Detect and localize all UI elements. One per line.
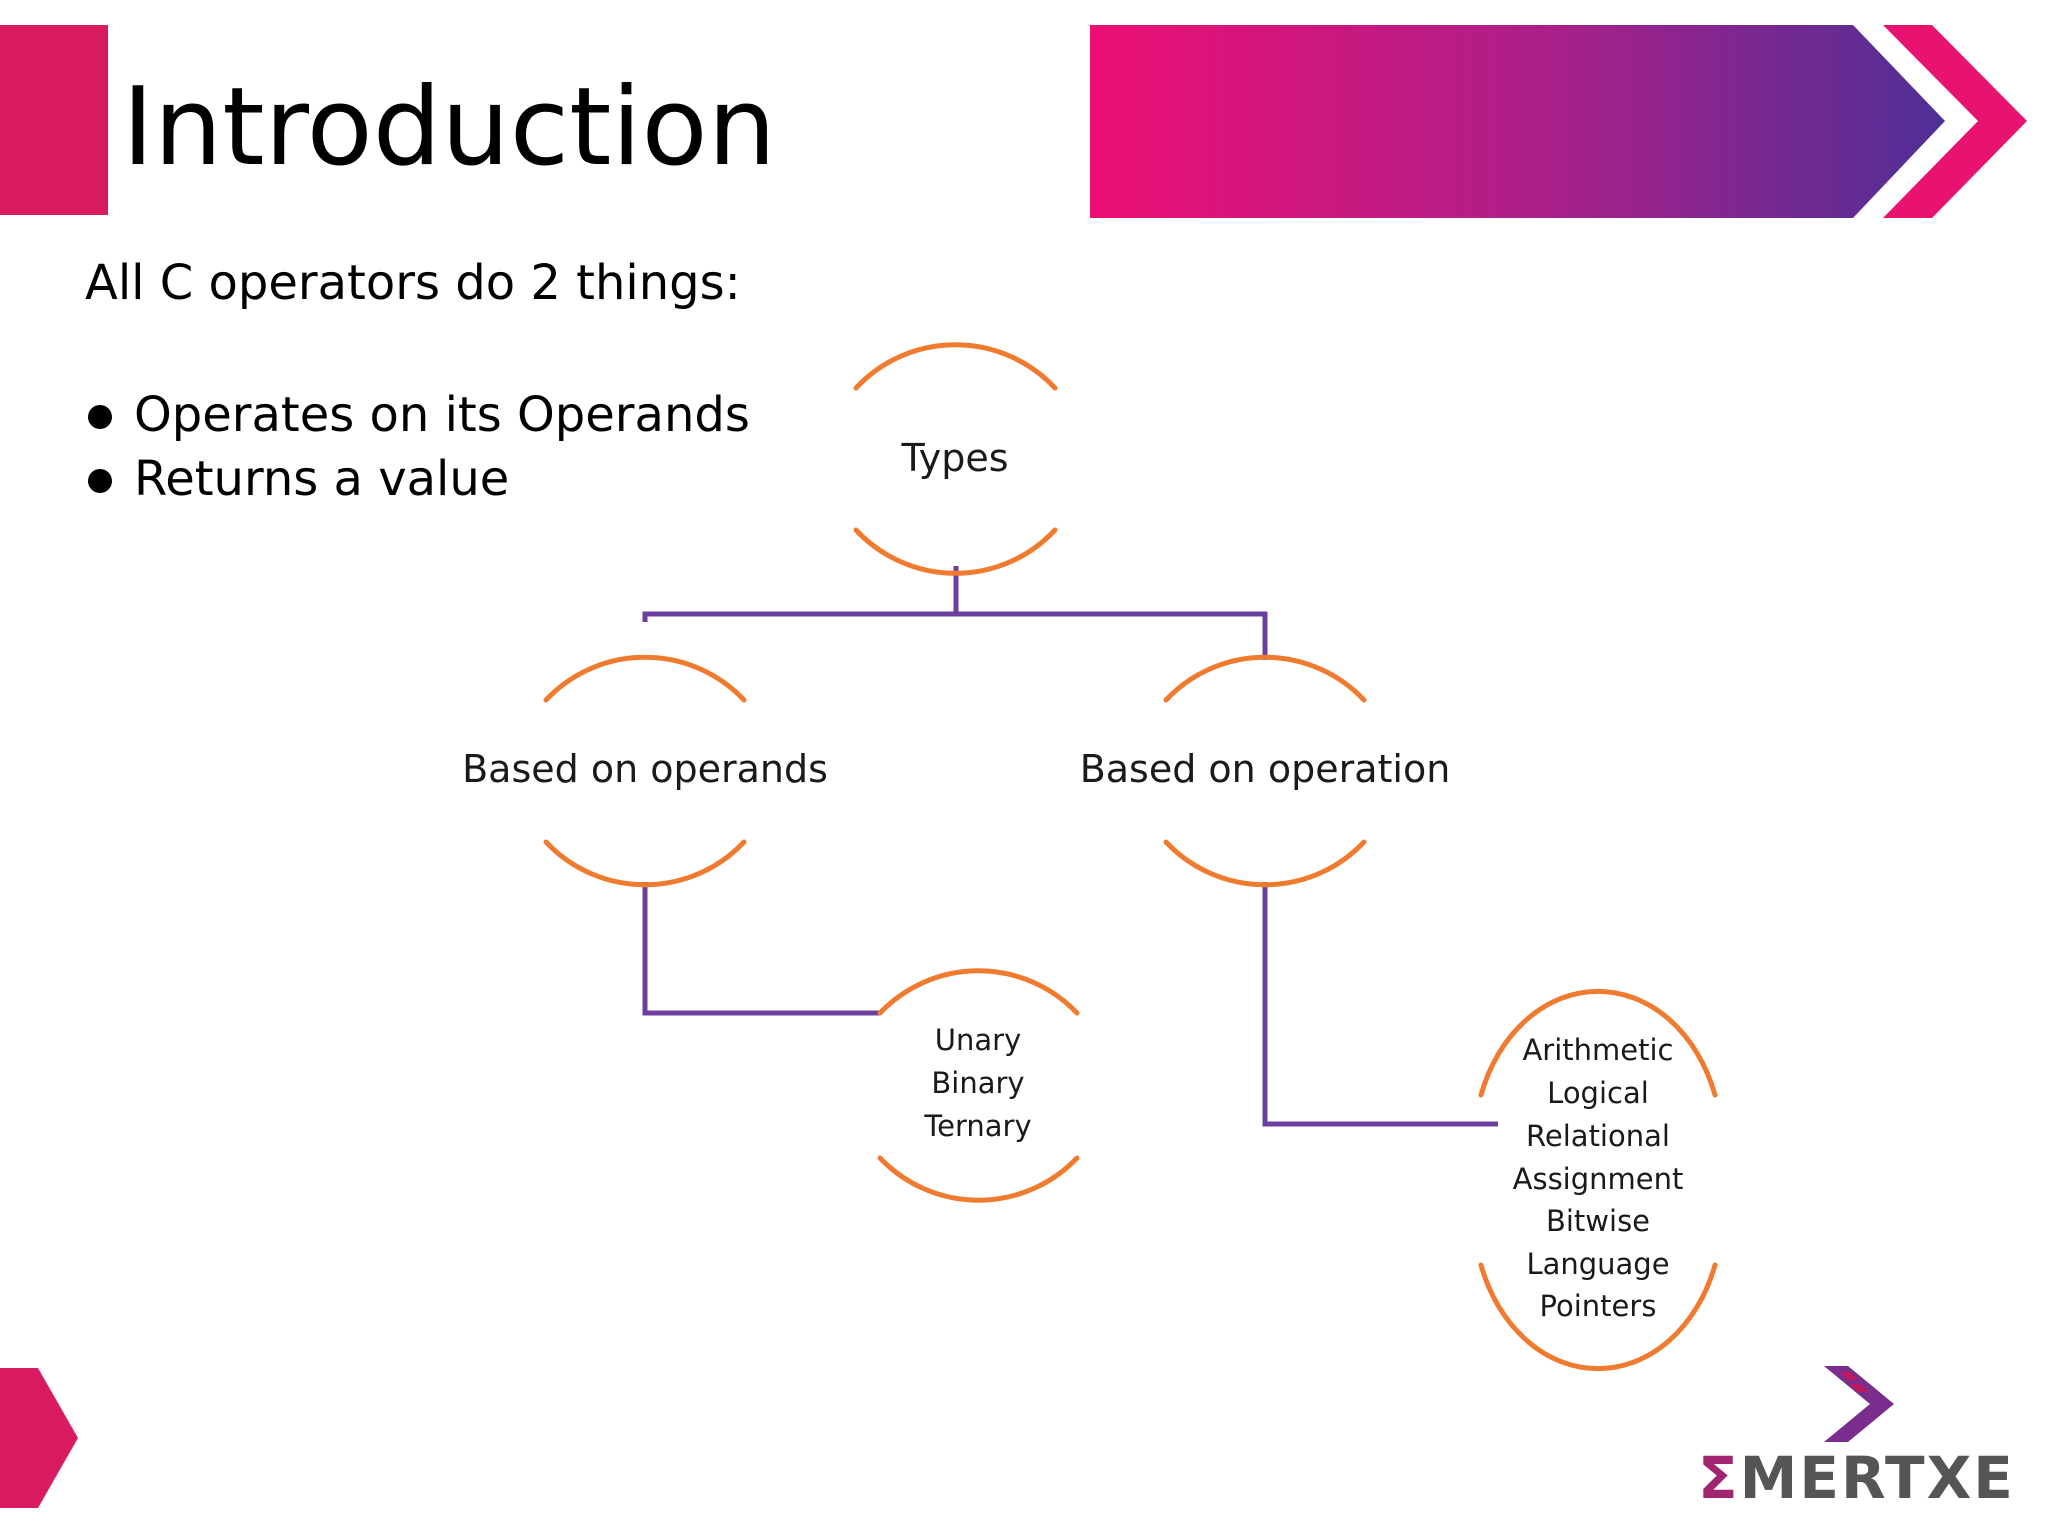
child-language: Language [1526,1247,1669,1281]
root-branch-line [642,611,1268,660]
child-pointers: Pointers [1540,1289,1657,1323]
intro-text: All C operators do 2 things: [85,255,741,311]
bullet-dot-icon [88,405,112,429]
banner-body-shape [1090,25,1945,218]
header-gradient-banner [1090,25,2027,218]
root-arc-bottom [853,527,1058,576]
header-accent-bar [0,25,108,215]
bullet-list: Operates on its Operands Returns a value [85,383,750,511]
emertxe-logo: ΣMERTXE [1698,1360,2013,1512]
child-ternary: Ternary [923,1109,1031,1143]
operands-children-arc-top [877,968,1080,1016]
node-based-on-operation: Based on operation [1080,747,1451,791]
operands-arc-bottom [543,839,747,888]
operation-arc-bottom [1163,839,1367,888]
bottom-arrow-shape [0,1368,78,1508]
child-logical: Logical [1547,1076,1649,1110]
operation-arc-top [1163,654,1367,703]
operands-connector-line [642,882,880,1016]
bullet-text: Operates on its Operands [134,387,750,443]
bullet-text: Returns a value [134,451,510,507]
child-bitwise: Bitwise [1546,1204,1650,1238]
operation-children-arc-top [1478,988,1718,1098]
bullet-item: Returns a value [85,447,750,511]
page-title: Introduction [122,65,777,190]
operation-children-arc-bottom [1478,1262,1718,1372]
operation-children-group: Arithmetic Logical Relational Assignment… [1513,1033,1684,1323]
bottom-arrow-decoration [0,1368,78,1508]
bullet-dot-icon [88,469,112,493]
child-arithmetic: Arithmetic [1522,1033,1673,1067]
node-based-on-operands: Based on operands [462,747,828,791]
child-binary: Binary [931,1066,1024,1100]
operands-children-group: Unary Binary Ternary [923,1023,1031,1143]
logo-sigma: Σ [1698,1444,1740,1512]
operands-children-arc-bottom [877,1155,1080,1203]
root-arc-top [853,342,1058,391]
child-assignment: Assignment [1513,1162,1684,1196]
connector-lines [642,566,1498,1127]
node-arcs [543,342,1718,1372]
child-unary: Unary [935,1023,1021,1057]
banner-chevron-shape [1883,25,2027,218]
bullet-item: Operates on its Operands [85,383,750,447]
logo-wordmark: ΣMERTXE [1698,1444,2013,1512]
node-types: Types [900,436,1008,480]
logo-chevron-icon [1824,1366,1894,1442]
child-relational: Relational [1526,1119,1670,1153]
operation-connector-line [1262,882,1498,1127]
operands-arc-top [543,654,747,703]
logo-text: MERTXE [1739,1444,2015,1512]
